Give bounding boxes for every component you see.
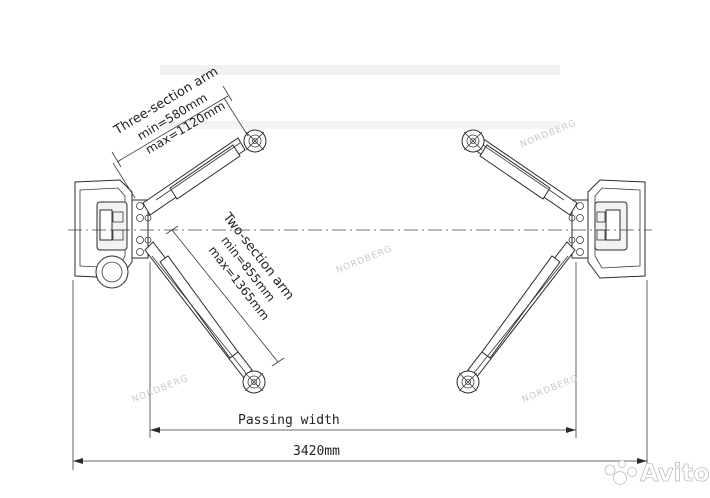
avito-wordmark: Avito [640, 459, 710, 487]
nordberg-watermark-3: NORDBERG [131, 374, 190, 406]
right-upper-arm [461, 129, 578, 216]
avito-dot-icon [604, 464, 616, 476]
avito-dot-icon [613, 471, 627, 485]
overall-width-label: 3420mm [293, 444, 340, 459]
nordberg-watermark-4: NORDBERG [521, 374, 580, 406]
avito-dot-icon [618, 460, 626, 468]
passing-width-dimension: Passing width [149, 262, 577, 438]
left-three-section-arm [142, 129, 267, 216]
nordberg-watermark-2: NORDBERG [335, 244, 394, 276]
passing-width-label: Passing width [238, 413, 340, 428]
background-watermark-lines [160, 65, 560, 129]
avito-watermark: Avito [604, 459, 710, 487]
right-post [568, 179, 646, 279]
avito-dot-icon [627, 467, 637, 477]
left-two-section-arm [144, 241, 266, 394]
overall-width-dimension: 3420mm [72, 280, 648, 470]
right-lower-arm [456, 241, 576, 394]
left-post [74, 179, 152, 289]
